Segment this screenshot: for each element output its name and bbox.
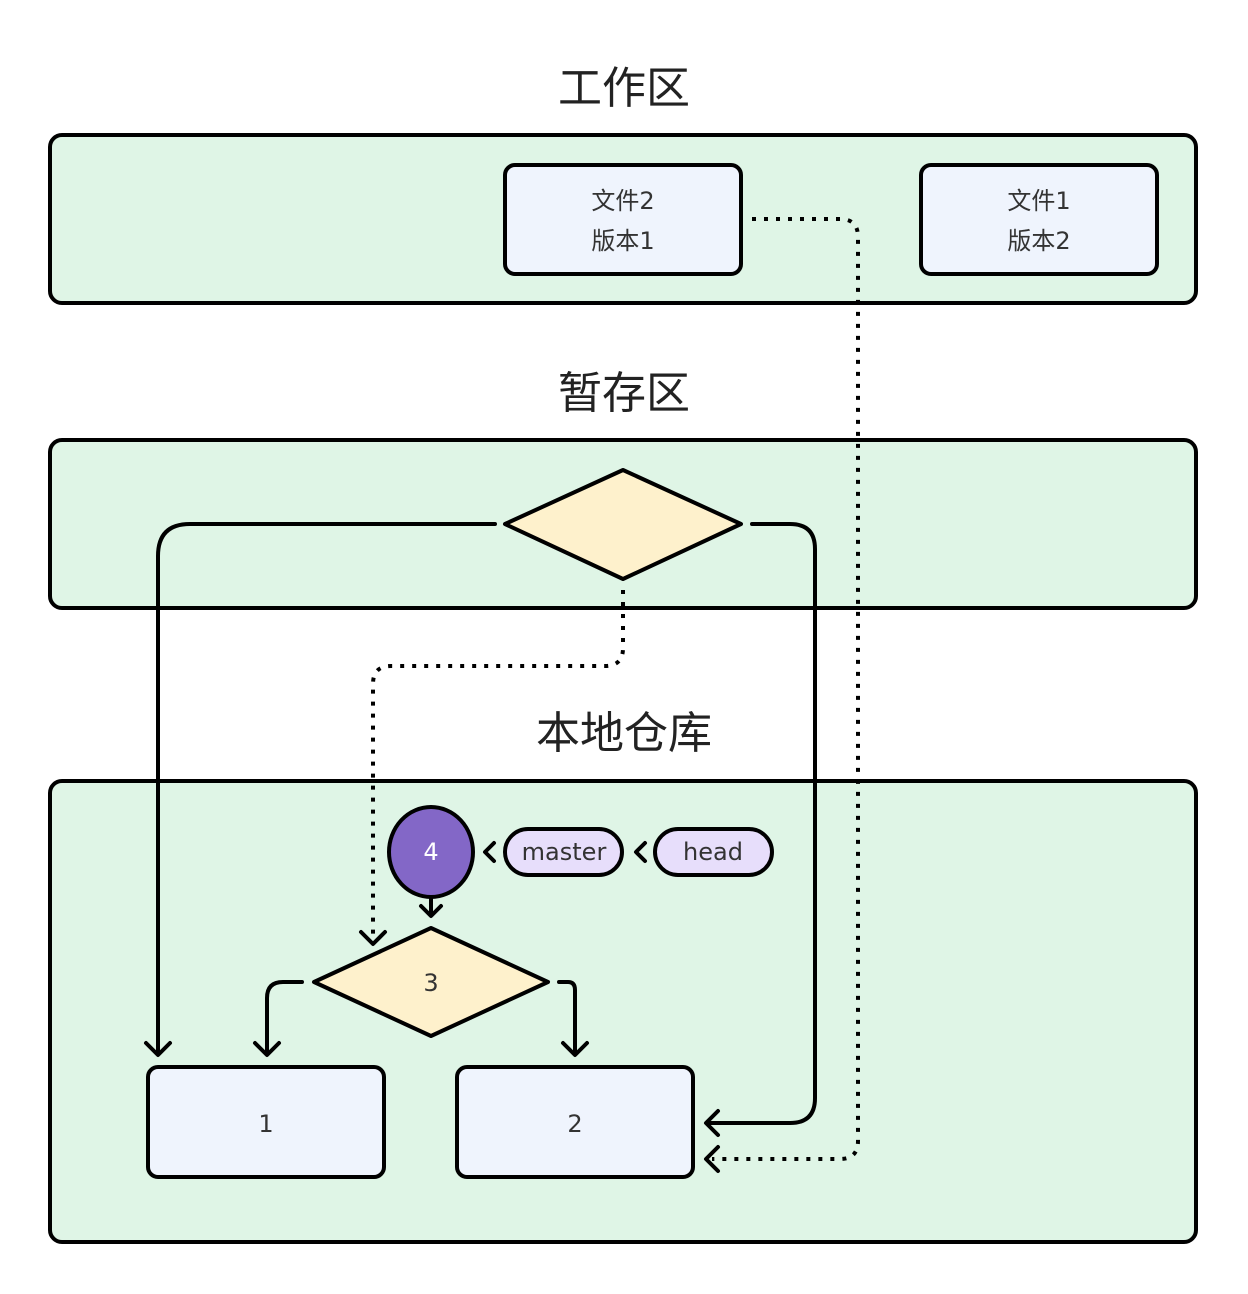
staging-to-commit1-edge bbox=[156, 522, 497, 1054]
commit-4-label: 4 bbox=[423, 838, 438, 866]
arrowhead-icon bbox=[419, 904, 443, 918]
file2-name: 文件2 bbox=[591, 187, 654, 215]
head-label: head bbox=[683, 838, 743, 866]
commit3-to-commit1-edge bbox=[265, 980, 304, 1054]
arrowhead-icon bbox=[634, 841, 647, 863]
commit-1-node[interactable]: 1 bbox=[146, 1065, 386, 1179]
commit-1-label: 1 bbox=[258, 1110, 273, 1138]
staging-to-commit3-edge bbox=[371, 590, 625, 940]
staging-to-commit2-edge bbox=[706, 522, 817, 1125]
file1-version: 版本2 bbox=[1007, 227, 1070, 255]
head-pill[interactable]: head bbox=[653, 827, 774, 877]
file2-version: 版本1 bbox=[591, 227, 654, 255]
arrowhead-icon bbox=[253, 1041, 281, 1057]
commit-3-node[interactable]: 3 bbox=[312, 926, 550, 1038]
arrowhead-icon bbox=[359, 930, 387, 946]
arrowhead-icon bbox=[561, 1041, 589, 1057]
commit-3-label: 3 bbox=[423, 969, 438, 997]
staging-title: 暂存区 bbox=[558, 368, 690, 419]
commit-2-label: 2 bbox=[567, 1110, 582, 1138]
branch-master-label: master bbox=[522, 838, 607, 866]
arrowhead-icon bbox=[144, 1041, 172, 1057]
file1-name: 文件1 bbox=[1007, 187, 1070, 215]
arrowhead-icon bbox=[704, 1109, 720, 1137]
commit-2-node[interactable]: 2 bbox=[455, 1065, 695, 1179]
branch-master-pill[interactable]: master bbox=[503, 827, 624, 877]
file1-version2-box[interactable]: 文件1 版本2 bbox=[919, 163, 1159, 276]
staging-diamond[interactable] bbox=[503, 468, 743, 581]
commit-4-node[interactable]: 4 bbox=[387, 805, 475, 899]
arrowhead-icon bbox=[704, 1145, 720, 1173]
workspace-title: 工作区 bbox=[558, 63, 690, 114]
file2-version1-box[interactable]: 文件2 版本1 bbox=[503, 163, 743, 276]
local-repo-title: 本地仓库 bbox=[536, 708, 712, 759]
arrowhead-icon bbox=[483, 841, 496, 863]
commit3-to-commit2-edge bbox=[557, 980, 577, 1054]
